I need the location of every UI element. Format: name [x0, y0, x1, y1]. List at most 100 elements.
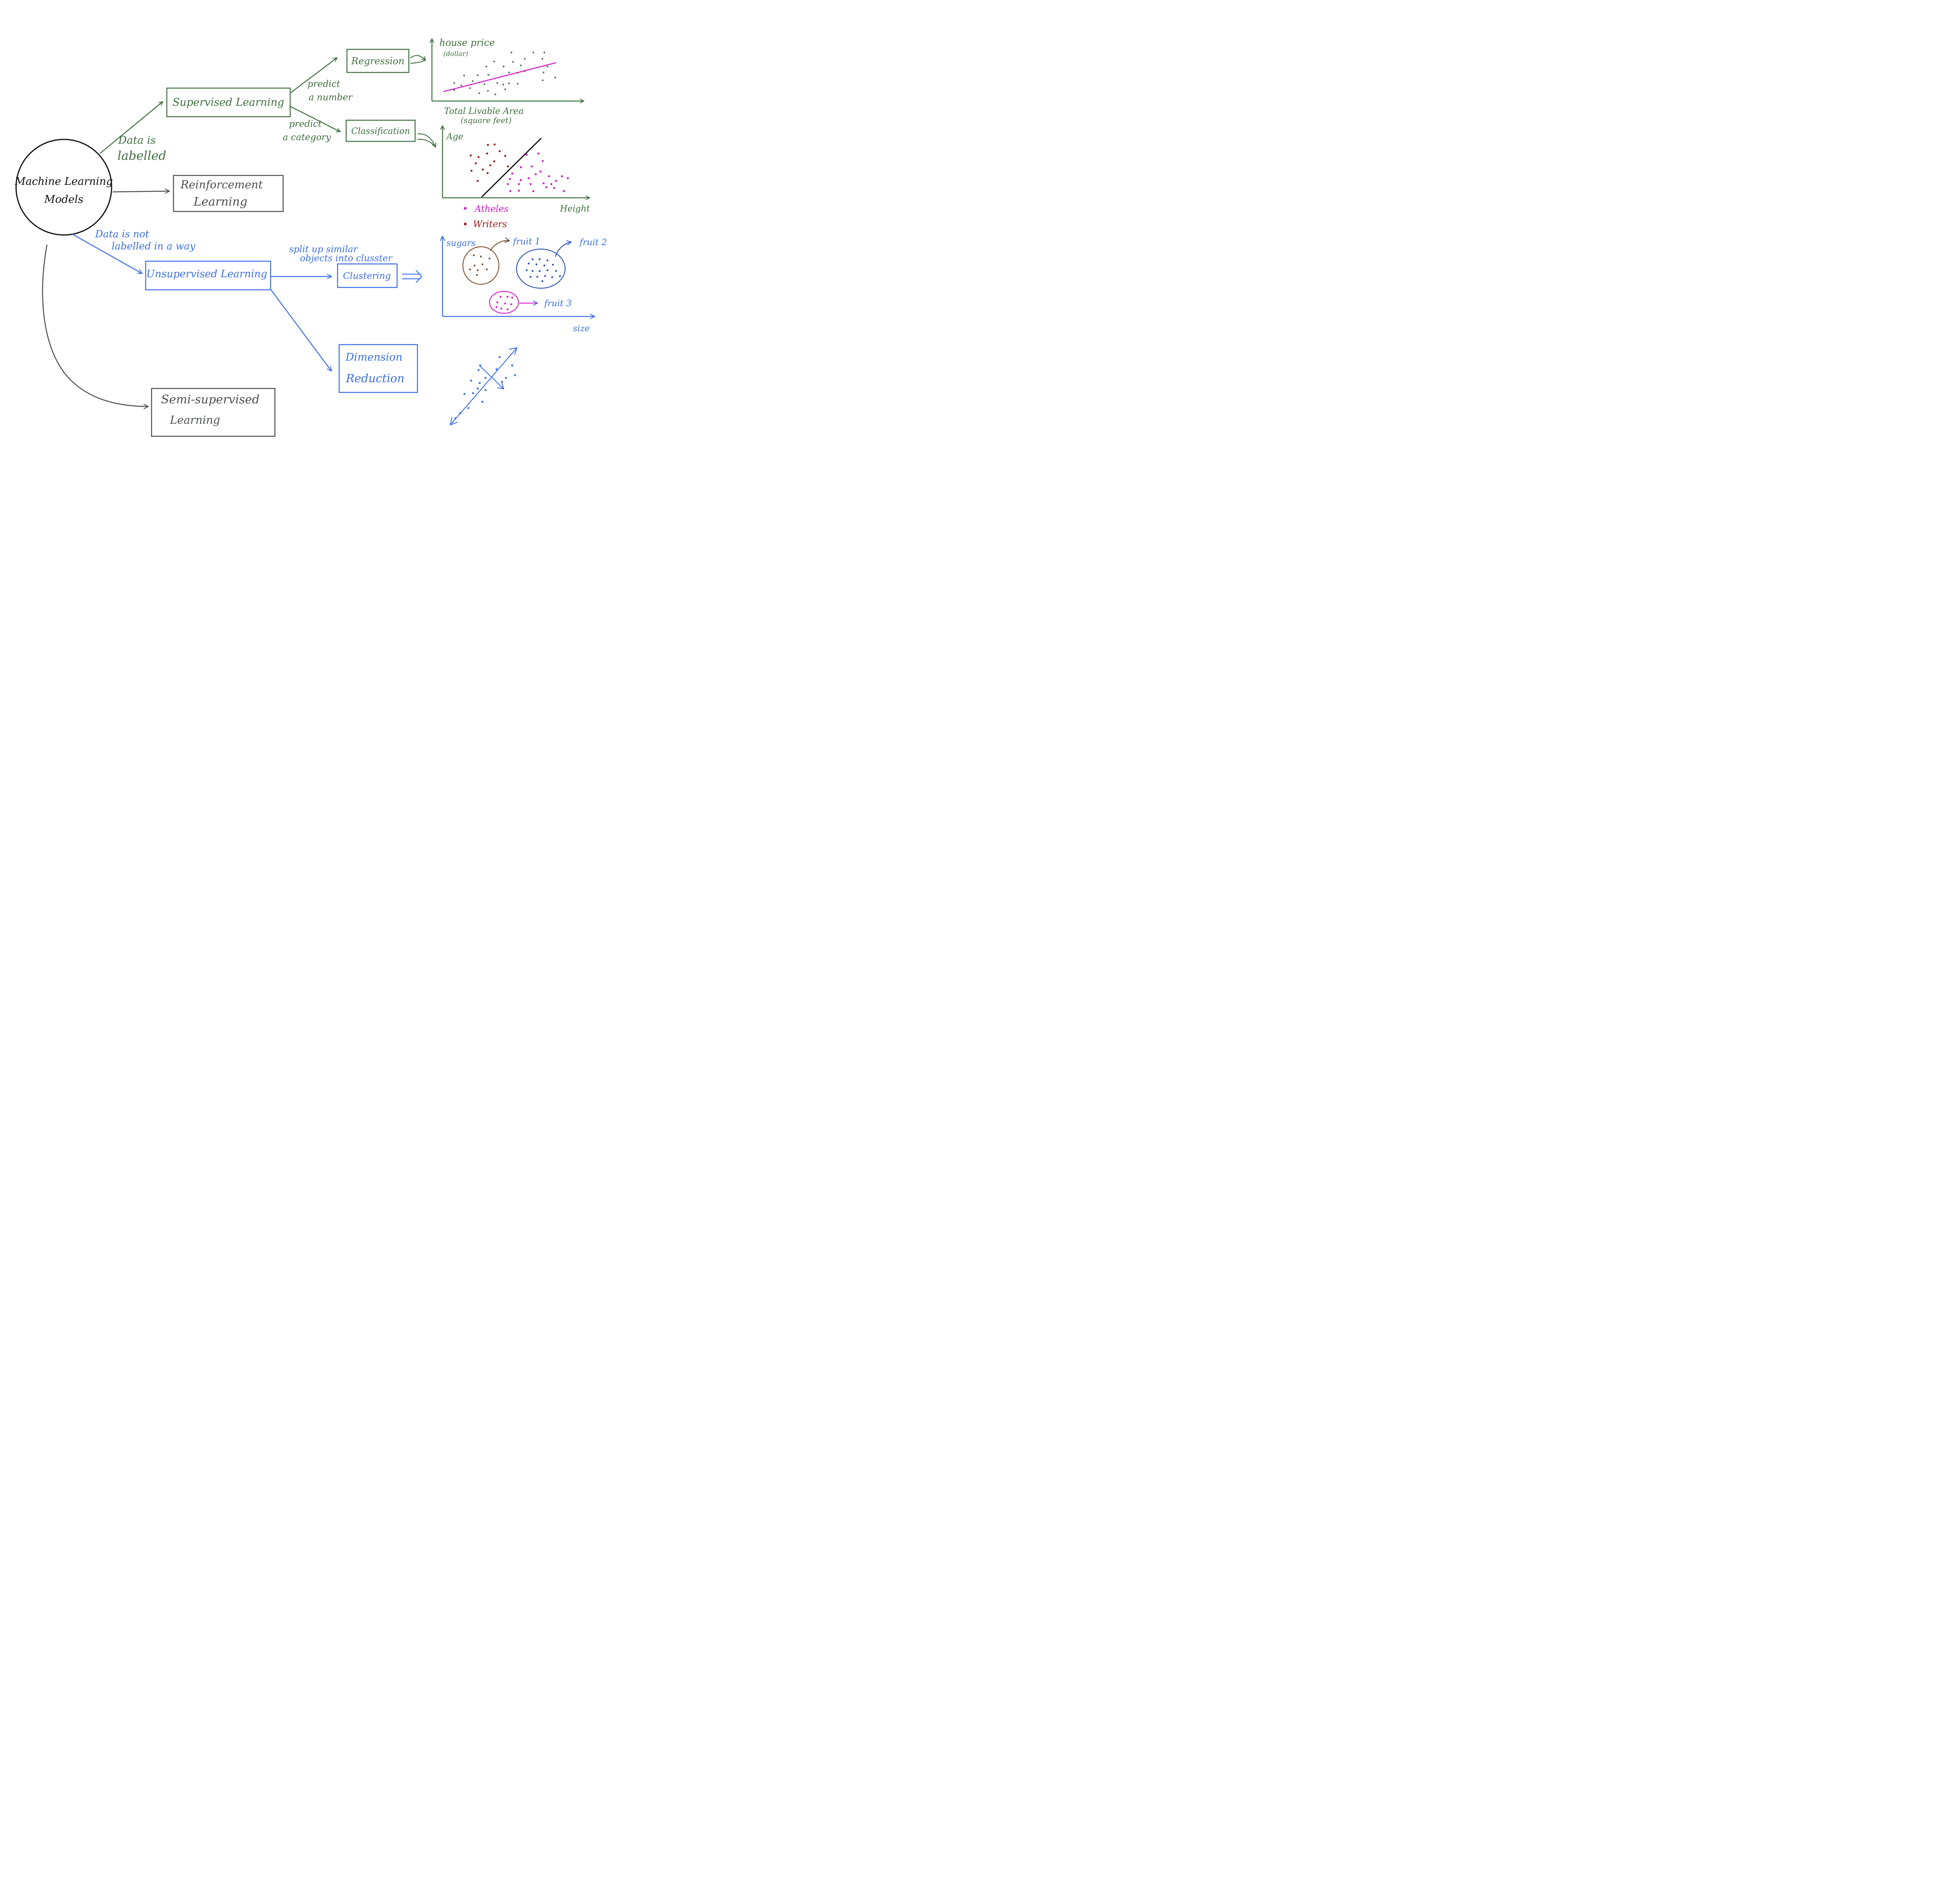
fruit-1-label: fruit 1 — [512, 237, 540, 247]
athlete-point — [563, 190, 565, 192]
dimension-reduction-label-1: Dimension — [345, 351, 402, 363]
dimension-reduction-point — [467, 407, 470, 409]
athlete-point — [520, 179, 522, 181]
fruit-1-point — [477, 269, 479, 271]
regression-ylabel-2: (dollar) — [443, 50, 468, 58]
athlete-point — [539, 170, 542, 173]
unsupervised-branch: Data is not labelled in a way Unsupervis… — [72, 228, 423, 393]
fruit-2-point — [529, 276, 532, 278]
classification-boundary-line — [481, 137, 542, 198]
edge-label-labelled: labelled — [117, 149, 166, 163]
regression-to-plot-arrow — [410, 55, 425, 60]
fruit-2-point — [544, 275, 546, 277]
fruit-2-points — [526, 258, 561, 282]
regression-point — [471, 80, 474, 82]
principal-axis-1-head-bottom — [450, 417, 458, 426]
fruit-2-point — [538, 270, 541, 272]
fruit-1-point — [488, 257, 491, 260]
edge-label-data-is-not: Data is not — [95, 228, 150, 240]
writer-point — [507, 165, 509, 168]
fruit-1-points — [469, 254, 491, 276]
dimension-reduction-point — [477, 369, 480, 371]
dimension-reduction-sketch — [450, 347, 518, 426]
fruit-3-point — [510, 303, 512, 305]
writer-point — [477, 180, 479, 182]
writer-point — [504, 155, 506, 157]
regression-point — [541, 58, 544, 60]
classification-to-plot-arrow — [417, 133, 435, 147]
regression-box — [346, 49, 410, 73]
classification-label: Classification — [351, 126, 410, 136]
athlete-point — [550, 183, 553, 185]
edge-label-predict-category-2: a category — [283, 132, 331, 143]
fruit-2-point — [541, 280, 544, 282]
athlete-point — [555, 180, 557, 182]
fruit-1-point — [481, 263, 484, 266]
regression-point — [504, 88, 506, 90]
writer-point — [470, 170, 473, 172]
fruit-3-point — [496, 301, 499, 303]
edge-root-to-supervised — [99, 102, 163, 154]
legend-athletes-dot — [464, 207, 467, 210]
classification-plot: Age Height Atheles Writers — [443, 126, 590, 229]
dimension-reduction-point — [511, 364, 513, 367]
athlete-point — [529, 183, 532, 185]
regression-point — [502, 65, 505, 68]
regression-label: Regression — [351, 56, 405, 67]
athlete-point — [548, 175, 550, 177]
principal-axis-2-head — [497, 383, 504, 390]
regression-point — [477, 74, 479, 76]
athlete-point — [509, 190, 511, 192]
cluster-xlabel: size — [573, 324, 590, 334]
regression-point — [487, 74, 490, 76]
dimension-reduction-point — [470, 379, 472, 382]
dimension-reduction-label-2: Reduction — [345, 372, 405, 385]
regression-point — [508, 82, 510, 85]
dimension-reduction-point — [495, 368, 498, 370]
dimension-reduction-point — [479, 364, 481, 367]
regression-point — [510, 51, 513, 54]
fruit-2-cluster — [516, 248, 566, 289]
regression-point — [487, 90, 489, 92]
fruit-1-point — [473, 254, 475, 257]
fruit-2-point — [527, 262, 530, 265]
unsupervised-learning-label: Unsupervised Learning — [146, 268, 267, 280]
dimension-reduction-point — [479, 382, 481, 384]
regression-point — [512, 61, 514, 63]
athlete-point — [518, 183, 520, 185]
edge-label-data-is: Data is — [118, 134, 156, 146]
fruit-3-point — [504, 302, 506, 305]
writer-point — [499, 150, 501, 152]
fruit-3-point — [506, 296, 509, 298]
ml-diagram-canvas: Machine Learning Models Data is labelled… — [0, 0, 614, 457]
reinforcement-learning-box — [173, 175, 284, 212]
fruit-2-point — [555, 270, 557, 272]
fruit-2-point — [546, 269, 549, 271]
athlete-point — [511, 172, 513, 175]
fruit-3-point — [500, 307, 502, 310]
athlete-point — [526, 154, 528, 156]
dimension-reduction-point — [484, 377, 487, 379]
reinforcement-label-line1: Reinforcement — [180, 178, 263, 191]
fruit-3-point — [499, 296, 502, 298]
writer-point — [482, 168, 484, 171]
athletes-scatter-points — [507, 152, 569, 192]
root-circle — [15, 139, 112, 236]
regression-point — [542, 79, 544, 81]
regression-scatter-points — [453, 51, 556, 96]
fruit-1-point — [473, 264, 476, 267]
legend-writers-dot — [464, 222, 467, 226]
fruit-2-point — [551, 276, 553, 278]
cluster-ylabel: sugars — [446, 238, 475, 248]
legend-writers-label: Writers — [473, 219, 507, 229]
fruit-2-arrow — [555, 242, 571, 257]
classification-ylabel: Age — [446, 132, 463, 142]
edge-label-predict-category-1: predict — [289, 119, 322, 129]
dimension-reduction-point — [501, 381, 503, 383]
regression-point — [546, 65, 549, 68]
dimension-reduction-box — [338, 344, 418, 393]
fruit-3-points — [495, 296, 513, 311]
edge-label-labelled-in-a-way: labelled in a way — [112, 240, 196, 252]
fruit-2-label: fruit 2 — [579, 238, 607, 247]
principal-axis-1-head-top — [509, 347, 518, 355]
